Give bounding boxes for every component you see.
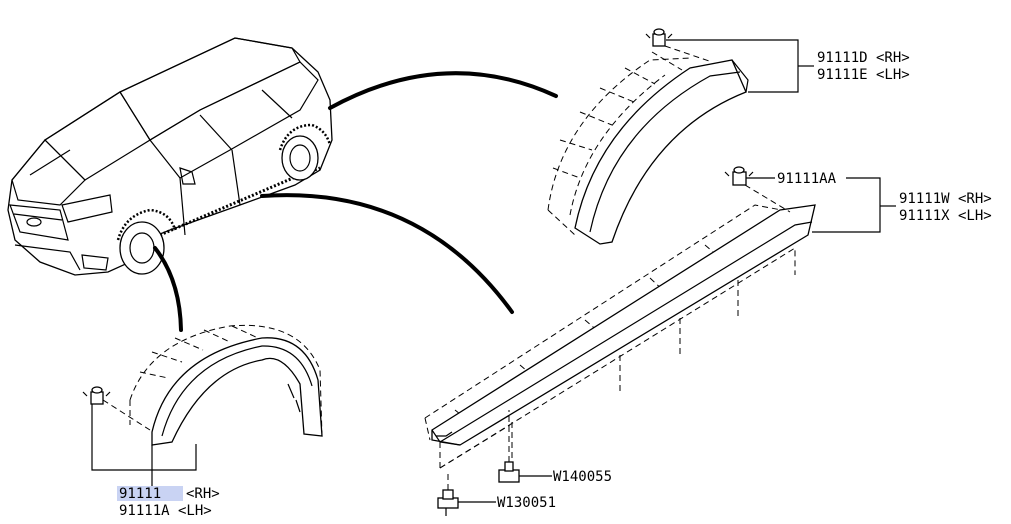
clip-w130051 (437, 470, 496, 516)
clip-w130051-label: W130051 (497, 495, 556, 511)
clip-w140055-label: W140055 (553, 469, 612, 485)
clip-icon (82, 386, 111, 405)
rear-arch-rh-label: 91111D <RH> (817, 50, 910, 66)
rear-arch-lh-label: 91111E <LH> (817, 67, 910, 83)
sill-lh-label: 91111X <LH> (899, 208, 992, 224)
side-sill-part (424, 166, 896, 469)
car-illustration (7, 37, 333, 276)
rear-wheel-arch-part (547, 28, 814, 245)
sill-rh-label: 91111W <RH> (899, 191, 992, 207)
clip-w140055 (498, 410, 552, 483)
part-number-highlight (117, 486, 183, 501)
clip-icon (645, 28, 673, 47)
callout-sill (260, 193, 514, 314)
front-wheel-arch-part (82, 324, 323, 487)
front-arch-lh-label: 91111A <LH> (119, 503, 212, 519)
callout-front-arch (153, 246, 183, 332)
clip-icon (724, 166, 754, 186)
callout-rear-arch (328, 71, 558, 110)
clip-91111aa-label: 91111AA (777, 171, 837, 187)
front-arch-part-number[interactable]: 91111 (119, 486, 161, 502)
front-arch-rh-label: <RH> (186, 486, 220, 502)
